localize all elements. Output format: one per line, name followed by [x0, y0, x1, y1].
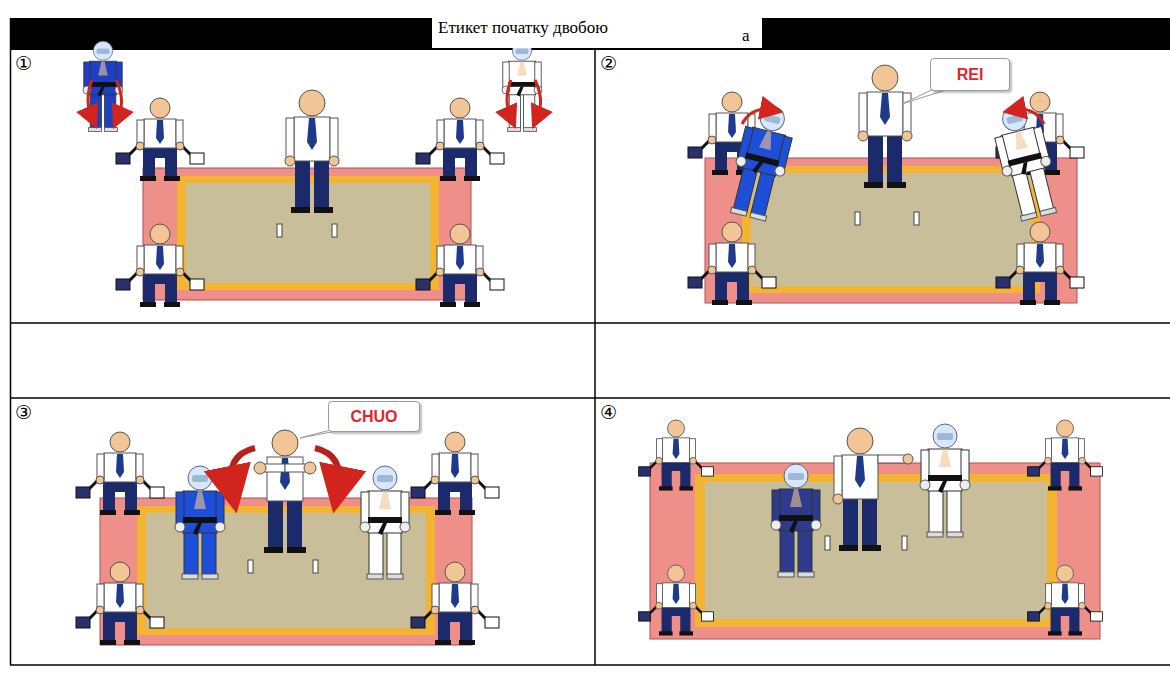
bubble-text: CHUO [350, 408, 397, 426]
move-arrows [88, 80, 541, 118]
start-mark [313, 560, 318, 573]
start-mark [332, 224, 337, 237]
arm [834, 456, 842, 496]
callout-number: ④ [600, 401, 617, 423]
bow-arrows [742, 109, 1044, 124]
speech-bubble: CHUO [328, 401, 420, 432]
speech-bubble: REI [930, 58, 1010, 91]
callout-number: ① [15, 52, 32, 74]
grid-lines [10, 18, 1170, 665]
grid-line [594, 50, 596, 665]
hand [833, 494, 843, 504]
hand [903, 454, 913, 464]
title-text: Етикет початку двобою [438, 18, 608, 37]
red-arrow [231, 448, 255, 490]
callout-number: ② [600, 52, 617, 74]
red-arrow [742, 109, 772, 124]
red-arrow [315, 448, 339, 490]
bubble-text: REI [957, 66, 984, 84]
start-mark [277, 224, 282, 237]
red-arrow [116, 80, 122, 118]
title-fragment: а [742, 26, 750, 46]
fist [304, 462, 316, 474]
grid-line [10, 397, 1170, 399]
referee-arms [254, 462, 316, 474]
start-mark [825, 536, 830, 550]
title-box: Етикет початку двобою [432, 10, 762, 48]
pointing-arm [878, 455, 906, 463]
start-mark [855, 212, 860, 225]
start-mark [248, 560, 253, 573]
callout-number: ③ [15, 401, 32, 423]
red-arrow [88, 80, 92, 118]
red-arrow [535, 80, 541, 118]
grid-line [10, 18, 12, 665]
start-mark [902, 536, 907, 550]
grid-line [10, 322, 1170, 324]
referee-arms [833, 454, 913, 504]
grid-line [10, 664, 1170, 666]
mat-area [751, 173, 1031, 286]
start-mark [914, 212, 919, 225]
red-arrow [507, 80, 511, 118]
rotation-arrows [231, 448, 340, 490]
fist [254, 462, 266, 474]
red-arrow [1014, 109, 1044, 124]
